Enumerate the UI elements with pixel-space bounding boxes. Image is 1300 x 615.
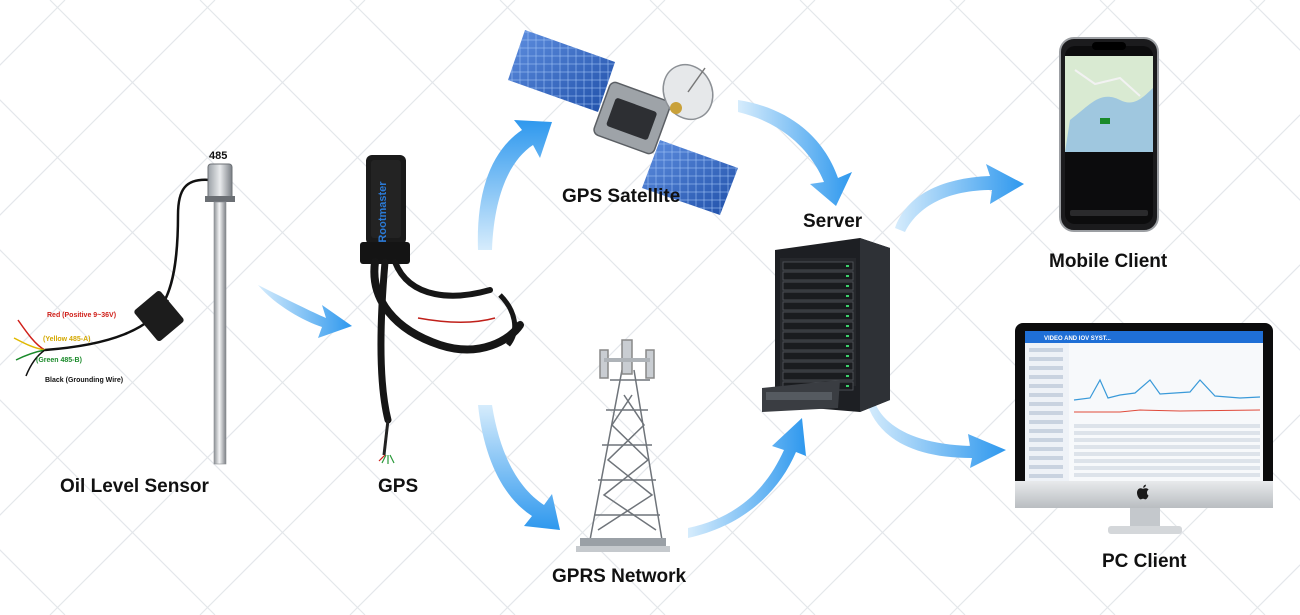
arrow-gps-to-satellite xyxy=(477,120,552,250)
gprs-tower xyxy=(576,339,670,552)
wire-label-red: Red (Positive 9~36V) xyxy=(47,312,117,319)
label-gprs-network: GPRS Network xyxy=(552,566,687,587)
wire-label-black: Black (Grounding Wire) xyxy=(45,377,124,384)
gps-satellite xyxy=(508,30,738,215)
server-cabinet xyxy=(762,238,890,412)
arrow-satellite-to-server xyxy=(738,100,852,206)
label-pc-client: PC Client xyxy=(1102,551,1187,572)
label-server: Server xyxy=(803,211,863,232)
label-mobile-client: Mobile Client xyxy=(1049,251,1168,272)
pc-monitor: VIDEO AND IOV SYST... xyxy=(1015,323,1273,534)
arrow-gprs-to-server xyxy=(688,418,806,538)
label-gps: GPS xyxy=(378,476,419,497)
gps-device: Rootmaster xyxy=(360,155,524,464)
arrow-gps-to-gprs xyxy=(478,405,560,530)
gps-brand-text: Rootmaster xyxy=(377,181,389,243)
arrow-server-to-mobile xyxy=(895,164,1024,232)
arrow-server-to-pc xyxy=(866,395,1006,468)
sensor-port-label: 485 xyxy=(209,150,228,162)
pc-app-title: VIDEO AND IOV SYST... xyxy=(1044,336,1111,342)
wire-label-yellow: (Yellow 485-A) xyxy=(43,336,91,343)
arrow-sensor-to-gps xyxy=(258,285,352,338)
mobile-phone xyxy=(1059,37,1159,232)
apple-logo-icon xyxy=(1136,484,1151,500)
wire-label-green: (Green 485-B) xyxy=(36,357,82,364)
oil-level-sensor xyxy=(13,163,235,465)
label-oil-level-sensor: Oil Level Sensor xyxy=(60,476,209,497)
label-gps-satellite: GPS Satellite xyxy=(562,186,681,207)
